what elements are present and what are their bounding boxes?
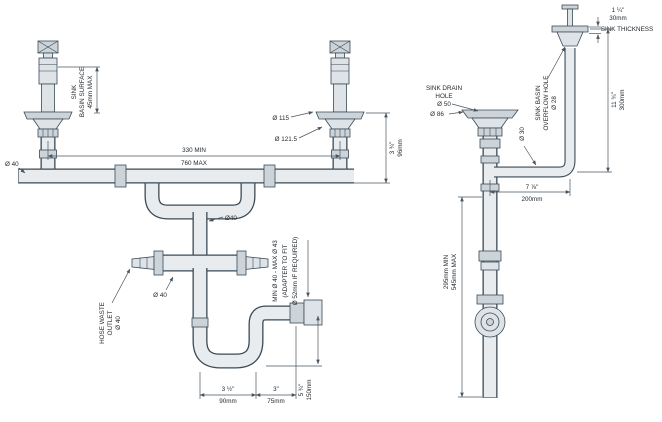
label-sink-drain-hole-3: Ø 50 (437, 101, 451, 108)
dim-trap-width-inches: 3 ½" (222, 385, 235, 393)
left-diagram-pipes (18, 134, 354, 369)
pipe-coupling (114, 164, 127, 188)
dim-overflow-height-inches: 11 ¾" (611, 92, 618, 108)
dim-outlet-width-mm: 75mm (267, 398, 285, 405)
label-outlet-adapter-2: (ADAPTER TO FIT (282, 244, 289, 297)
label-sink-drain-hole-1: SINK DRAIN (426, 85, 462, 92)
dim-sink-thickness-mm: 30mm (609, 15, 627, 22)
left-diagram-fittings (114, 164, 323, 328)
label-dia-40-inlet: Ø 40 (5, 161, 19, 168)
trap-union-nut (191, 317, 209, 328)
overflow-body (556, 31, 584, 47)
dim-tailpipe-max: 545mm MAX (451, 253, 458, 290)
label-overflow-hole-2: OVERFLOW HOLE (543, 76, 550, 131)
dim-tailpipe-min: 295mm MIN (443, 254, 450, 289)
label-hose-waste-2: OUTLET (107, 310, 114, 335)
union-nut (478, 250, 502, 262)
dim-overflow-height-mm: 300mm (619, 90, 626, 111)
label-overflow-hole-3: Ø 28 (551, 96, 558, 110)
left-diagram-dimensions: SINK BASIN SURFACE 45mm MAX Ø 115 Ø 121.… (5, 66, 404, 405)
dim-trap-width-mm: 90mm (219, 398, 237, 405)
label-dia-40-center: Ø40 (225, 215, 237, 222)
label-overflow-hole-1: SINK BASIN (535, 85, 542, 121)
dim-outlet-width-inches: 3" (273, 386, 279, 393)
dim-overflow-reach-mm: 200mm (522, 196, 543, 203)
cleanout-collar (476, 294, 504, 305)
label-dia-40-cross: Ø 40 (153, 292, 167, 299)
label-dia-86: Ø 86 (430, 111, 444, 118)
cross-coupling (153, 250, 164, 276)
label-sink-drain-hole-2: HOLE (435, 93, 452, 100)
label-sink-basin-surface-2: BASIN SURFACE (79, 67, 86, 117)
label-dia-121-5: Ø 121.5 (275, 136, 298, 143)
outlet-adapter (303, 299, 323, 326)
cross-coupling (236, 250, 247, 276)
label-outlet-adapter-1: MIN Ø 40 - MAX Ø 43 (272, 240, 279, 302)
tee-coupling (480, 155, 500, 164)
overflow-clamp-plate (551, 25, 589, 33)
dim-span-min: 330 MIN (182, 147, 206, 154)
label-hose-waste-3: Ø 40 (115, 316, 122, 330)
right-diagram-fittings (461, 4, 589, 338)
right-diagram-dimensions: 1 ¼" 30mm SINK THICKNESS SINK DRAIN HOLE… (426, 7, 653, 398)
dim-overflow-reach-inches: 7 ⅞" (526, 184, 539, 191)
dim-span-max: 760 MAX (181, 160, 208, 167)
drain-flange (461, 109, 519, 119)
dim-drop-inches: 3 ¾" (389, 142, 396, 155)
overflow-toggle (561, 4, 579, 10)
label-sink-basin-surface-1: SINK (71, 84, 78, 99)
label-outlet-adapter-3: Ø 52mm IF REQUIRED) (292, 237, 299, 306)
dim-trap-height-inches: 5 ¾" (298, 384, 305, 397)
dim-trap-height-mm: 150mm (306, 380, 313, 401)
overflow-screw (567, 8, 573, 28)
label-sink-thickness: SINK THICKNESS (601, 26, 653, 33)
label-hose-waste-1: HOSE WASTE (99, 302, 106, 344)
tail-nut (479, 138, 501, 149)
label-dia-115: Ø 115 (272, 115, 289, 122)
dim-drop-mm: 96mm (397, 139, 404, 157)
label-sink-basin-surface-3: 45mm MAX (87, 75, 94, 109)
dim-sink-thickness-inches: 1 ¼" (612, 7, 625, 14)
pipe-coupling (263, 164, 276, 188)
label-dia-30: Ø 30 (519, 127, 526, 141)
